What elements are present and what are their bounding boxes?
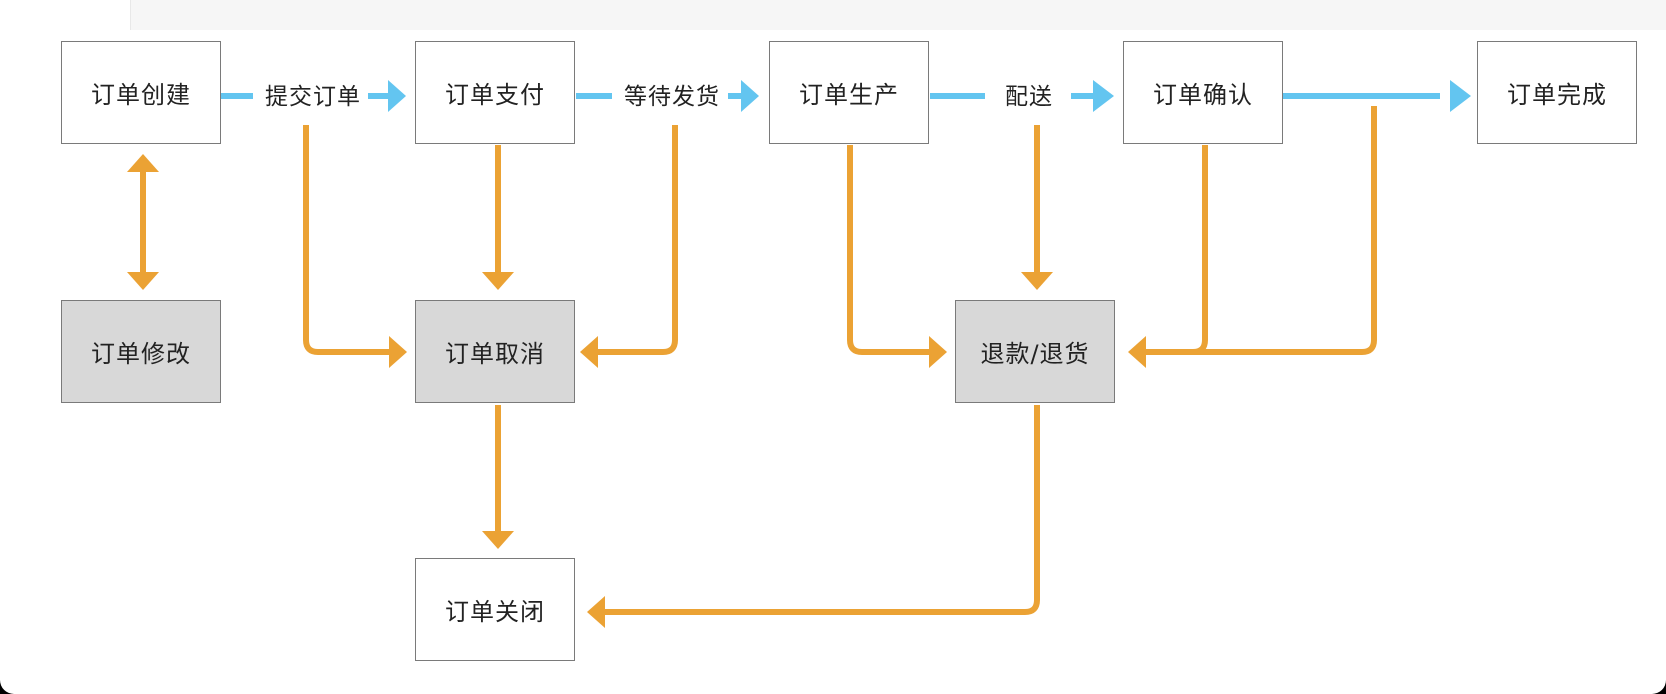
node-order-pay: 订单支付 — [415, 41, 575, 144]
node-order-produce: 订单生产 — [769, 41, 929, 144]
node-order-close: 订单关闭 — [415, 558, 575, 661]
main-flow-arrowheads — [388, 80, 1471, 112]
edge-label-await-ship: 等待发货 — [616, 74, 728, 114]
exception-arrowheads — [127, 154, 1146, 628]
node-order-confirm: 订单确认 — [1123, 41, 1283, 144]
top-strip — [130, 0, 1666, 30]
node-order-complete: 订单完成 — [1477, 41, 1637, 144]
node-order-cancel: 订单取消 — [415, 300, 575, 403]
node-refund-return: 退款/退货 — [955, 300, 1115, 403]
edge-label-submit: 提交订单 — [258, 74, 368, 114]
exception-lines — [140, 106, 1377, 615]
edge-label-deliver: 配送 — [993, 74, 1065, 114]
node-order-create: 订单创建 — [61, 41, 221, 144]
node-order-modify: 订单修改 — [61, 300, 221, 403]
